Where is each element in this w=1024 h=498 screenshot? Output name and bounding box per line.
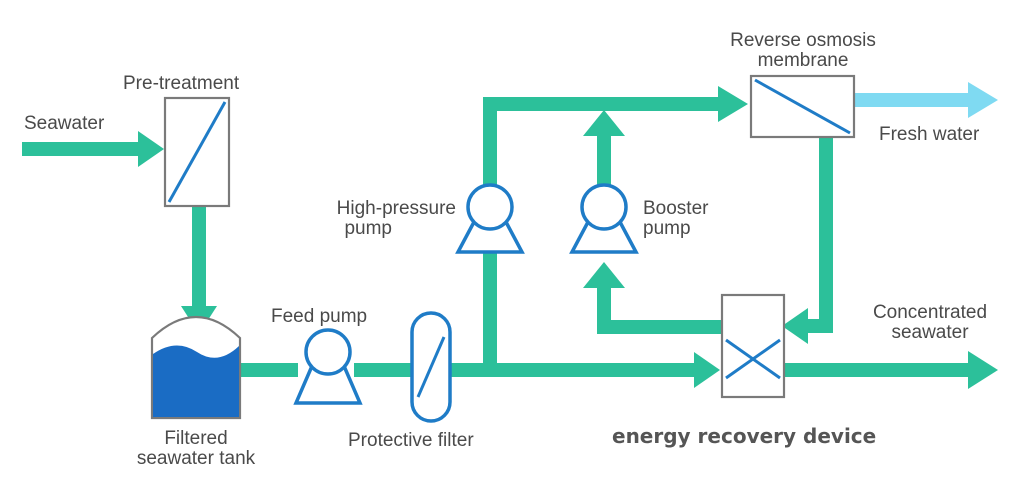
booster-pump-base (569, 221, 639, 254)
hp-pump-base (455, 221, 525, 254)
label-concentrated-line2: seawater (891, 322, 969, 343)
pipe-erd-to-booster-h (597, 320, 723, 334)
pipe-fresh-water (855, 93, 971, 107)
label-feed-pump: Feed pump (271, 306, 367, 327)
pipe-erd-to-booster-v (597, 286, 611, 334)
label-ro-line2: membrane (758, 50, 849, 71)
ro-membrane-diagonal (754, 78, 851, 135)
booster-pump-body (580, 183, 628, 231)
pipe-booster-up (597, 134, 611, 186)
high-pressure-pump (455, 183, 525, 254)
protective-filter (410, 311, 452, 423)
pipe-hp-riser-upper (483, 97, 497, 185)
label-ro-line1: Reverse osmosis (730, 30, 876, 51)
protective-filter-diagonal (416, 336, 446, 398)
label-concentrated-line1: Concentrated (873, 302, 987, 323)
arrow-to-booster (583, 262, 625, 288)
pretreatment-unit (163, 96, 231, 208)
energy-recovery-device (720, 293, 786, 399)
label-hp-line2: pump (344, 218, 392, 239)
label-erd: energy recovery device (612, 424, 876, 448)
erd-cross-b (725, 338, 781, 380)
label-pretreatment: Pre-treatment (123, 73, 240, 94)
arrow-concentrate-outlet (968, 351, 998, 389)
hp-pump-body (466, 183, 514, 231)
label-booster-line2: pump (643, 218, 691, 239)
pipe-seawater-inlet (22, 142, 140, 156)
erd-box (720, 293, 786, 399)
pipe-concentrate-outlet (784, 363, 972, 377)
pipe-pretreatment-down (192, 206, 206, 308)
labels: Seawater Pre-treatment Reverse osmosis m… (24, 30, 987, 469)
arrow-into-erd-return (782, 308, 808, 344)
arrow-booster-up (583, 110, 625, 136)
pipe-filter-to-erd (450, 363, 696, 377)
arrow-fresh-water (968, 82, 998, 118)
tank-water (153, 345, 239, 417)
pipe-hp-riser-lower (483, 252, 497, 370)
filtered-seawater-tank (150, 316, 242, 420)
pipe-top-header (483, 97, 721, 111)
pipe-feedpump-to-filter (354, 363, 412, 377)
label-tank-line1: Filtered (164, 428, 227, 449)
label-seawater: Seawater (24, 113, 105, 134)
arrow-seawater-inlet (138, 131, 164, 167)
label-fresh-water: Fresh water (879, 124, 980, 145)
fresh-water-outlet (855, 82, 998, 118)
pipe-ro-return-down (819, 137, 833, 333)
pipe-ro-return-left (806, 319, 833, 333)
feed-pump-base (293, 365, 363, 405)
feed-pump-body (304, 328, 352, 376)
booster-pump (569, 183, 639, 254)
pipe-tank-to-feedpump (238, 363, 298, 377)
feed-pump (293, 328, 363, 405)
arrow-into-ro (718, 86, 748, 122)
ro-membrane (749, 74, 856, 139)
label-hp-line1: High-pressure (337, 198, 456, 219)
label-protective-filter: Protective filter (348, 430, 474, 451)
pretreatment-diagonal (167, 101, 227, 203)
label-tank-line2: seawater tank (137, 448, 256, 469)
label-booster-line1: Booster (643, 198, 709, 219)
flow-pipes (22, 86, 998, 389)
arrow-into-erd (694, 352, 720, 388)
